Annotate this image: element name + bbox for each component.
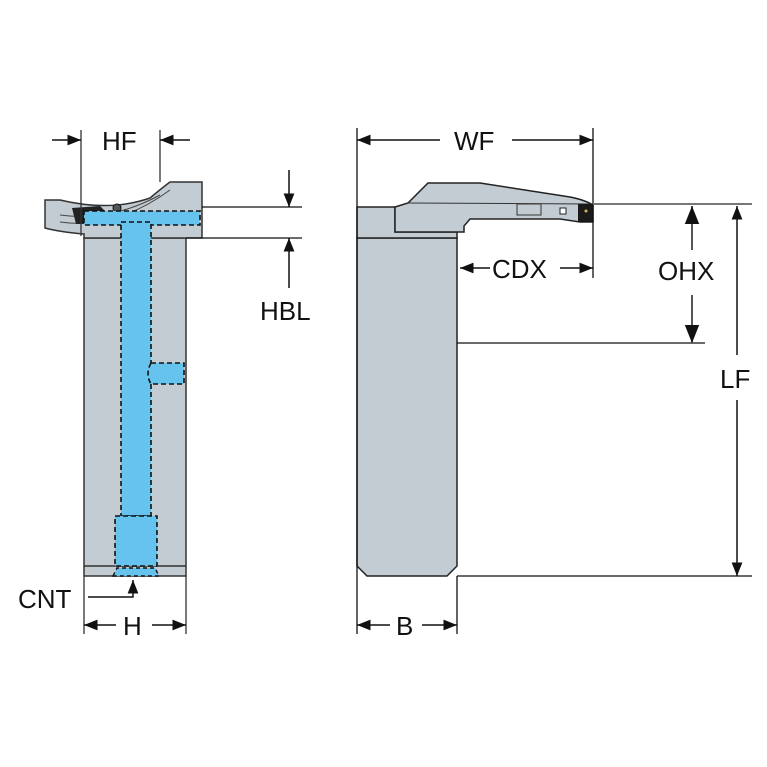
front-insert-dot: [584, 209, 588, 213]
cnt-leader: [88, 580, 139, 598]
front-blade-line: [407, 202, 591, 205]
front-blade: [394, 182, 594, 233]
hbl-label: HBL: [260, 296, 311, 326]
front-view: WF CDX OHX LF B: [356, 126, 752, 641]
b-label: B: [396, 611, 413, 641]
side-coolant-vertical: [120, 221, 152, 517]
cnt-label: CNT: [18, 584, 72, 614]
side-coolant-port: [147, 362, 185, 385]
front-shank: [356, 237, 458, 577]
ohx-label: OHX: [658, 256, 714, 286]
front-insert: [578, 204, 593, 222]
cdx-label: CDX: [492, 254, 547, 284]
side-coolant-outlet: [111, 567, 161, 577]
wf-label: WF: [454, 126, 494, 156]
side-coolant-bottom: [114, 515, 158, 567]
side-view: HF HBL CNT H: [18, 126, 311, 641]
front-screw: [559, 207, 567, 215]
hf-label: HF: [102, 126, 137, 156]
lf-label: LF: [720, 364, 750, 394]
front-clamp: [516, 203, 542, 216]
h-label: H: [123, 611, 142, 641]
